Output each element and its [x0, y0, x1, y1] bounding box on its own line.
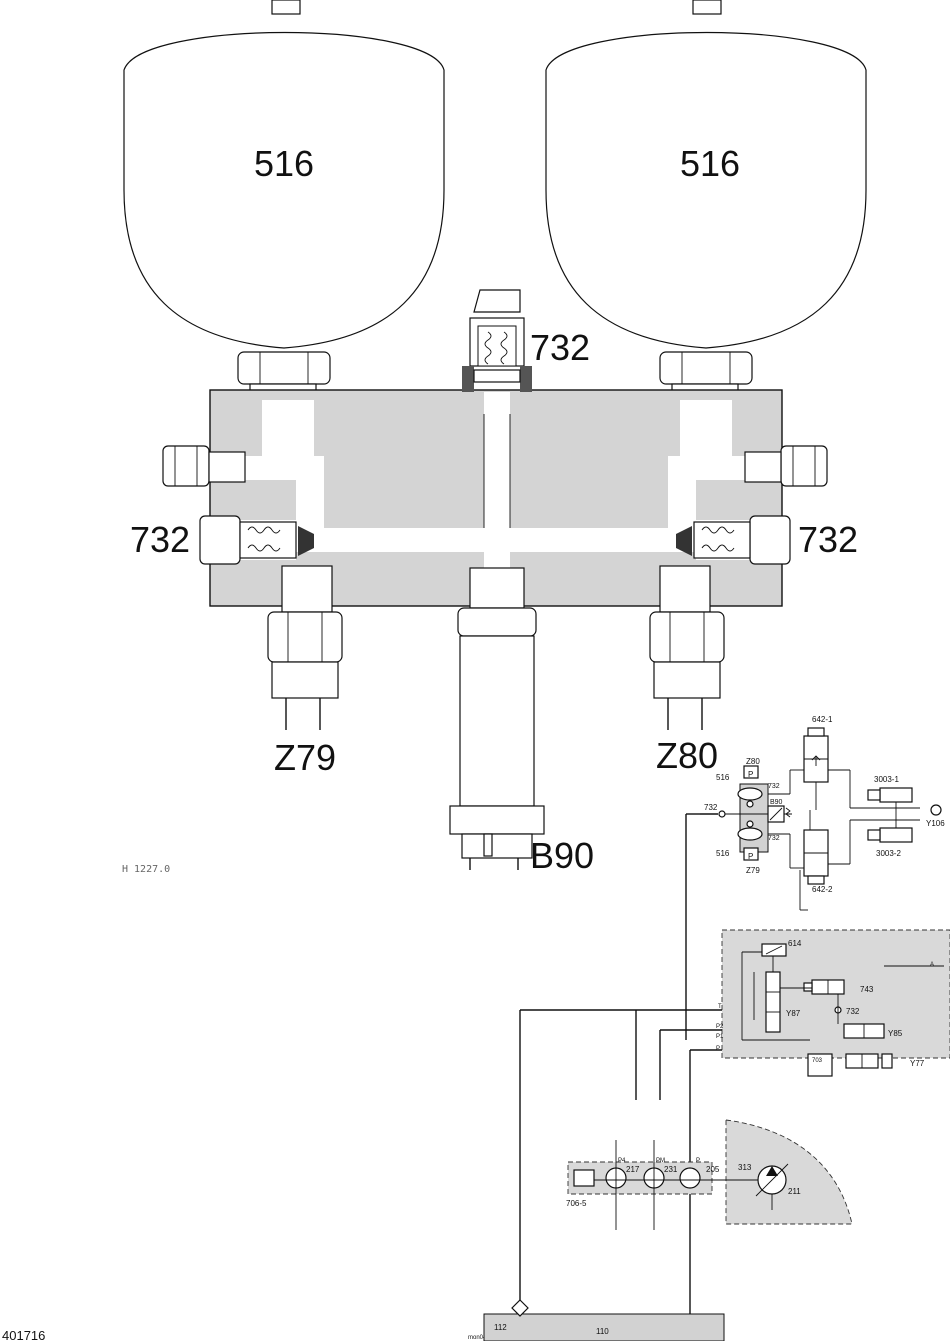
sch-313: 313	[738, 1163, 752, 1172]
sch-acc-bottom: 516	[716, 849, 730, 858]
sensor-z80-label: Z80	[656, 735, 718, 776]
sch-port-p2: P2	[716, 1024, 724, 1030]
fitting-left	[162, 445, 246, 487]
sch-614: 614	[788, 939, 802, 948]
valve-top-label: 732	[530, 327, 590, 368]
sch-z79: Z79	[746, 866, 760, 875]
accumulator-right	[545, 0, 867, 349]
sch-port-t: T	[718, 1004, 722, 1010]
sch-642-2: 642-2	[812, 885, 833, 894]
sch-p-bottom: P	[748, 852, 753, 861]
sch-211: 211	[788, 1187, 801, 1196]
sch-port-a: A	[930, 962, 934, 968]
sch-112: 112	[494, 1323, 507, 1332]
sch-706-5: 706-5	[566, 1199, 587, 1208]
valve-left-label: 732	[130, 519, 190, 560]
schematic-lines	[519, 813, 722, 1320]
sch-3003-2: 3003-2	[876, 849, 901, 858]
sch-703: 703	[812, 1058, 823, 1064]
drawing-code: H 1227.0	[122, 864, 170, 875]
sch-port-p1: P1	[716, 1034, 724, 1040]
sch-check-left: 732	[704, 803, 718, 812]
sch-y77: Y77	[910, 1059, 925, 1068]
accumulator-nut-right	[659, 351, 753, 393]
sch-110: 110	[596, 1327, 609, 1336]
figure-number: 401716	[2, 1328, 45, 1341]
sch-port-p: P	[716, 1046, 720, 1052]
sch-check-bottom: 732	[768, 835, 780, 842]
schematic-tank: 112 110	[483, 1299, 725, 1341]
sch-p-top: P	[748, 770, 753, 779]
sch-y87: Y87	[786, 1009, 801, 1018]
sensor-z80	[649, 565, 725, 730]
sch-check-top: 732	[768, 783, 780, 790]
sch-3003-1: 3003-1	[874, 775, 899, 784]
sch-231: 231	[664, 1165, 678, 1174]
fitting-right	[744, 445, 828, 487]
accumulator-left	[123, 0, 445, 349]
check-valve-top	[462, 289, 532, 392]
sch-217: 217	[626, 1165, 640, 1174]
check-valve-right	[676, 515, 791, 565]
sch-y106: Y106	[926, 819, 945, 828]
pressure-sensor-b90	[449, 567, 545, 870]
schematic-top-group: Z80 P P Z79 516 516 732 732 732 B90 642-…	[704, 715, 945, 911]
sch-port-pm: PM	[656, 1158, 665, 1164]
sensor-z79	[267, 565, 343, 730]
check-valve-left	[199, 515, 314, 565]
pressure-sensor-label: B90	[530, 835, 594, 876]
schematic-pump-group: 706-5 217 231 205 P4 PM P 313 211	[566, 1119, 853, 1230]
sch-acc-top: 516	[716, 773, 730, 782]
schematic-control-block: 614 Y87 743 732 Y85 703 Y77 A T P2 P1 P	[716, 929, 950, 1077]
valve-right-label: 732	[798, 519, 858, 560]
sch-z80: Z80	[746, 757, 760, 766]
accumulator-right-label: 516	[680, 143, 740, 184]
accumulator-left-label: 516	[254, 143, 314, 184]
sensor-z79-label: Z79	[274, 737, 336, 778]
accumulator-nut-left	[237, 351, 331, 393]
sch-205: 205	[706, 1165, 720, 1174]
sch-y85: Y85	[888, 1029, 903, 1038]
sch-port-p4: P4	[618, 1158, 626, 1164]
sch-642-1: 642-1	[812, 715, 833, 724]
sch-port-p-pump: P	[696, 1158, 700, 1164]
sch-743: 743	[860, 985, 874, 994]
sch-732: 732	[846, 1007, 860, 1016]
sch-b90: B90	[770, 799, 783, 806]
